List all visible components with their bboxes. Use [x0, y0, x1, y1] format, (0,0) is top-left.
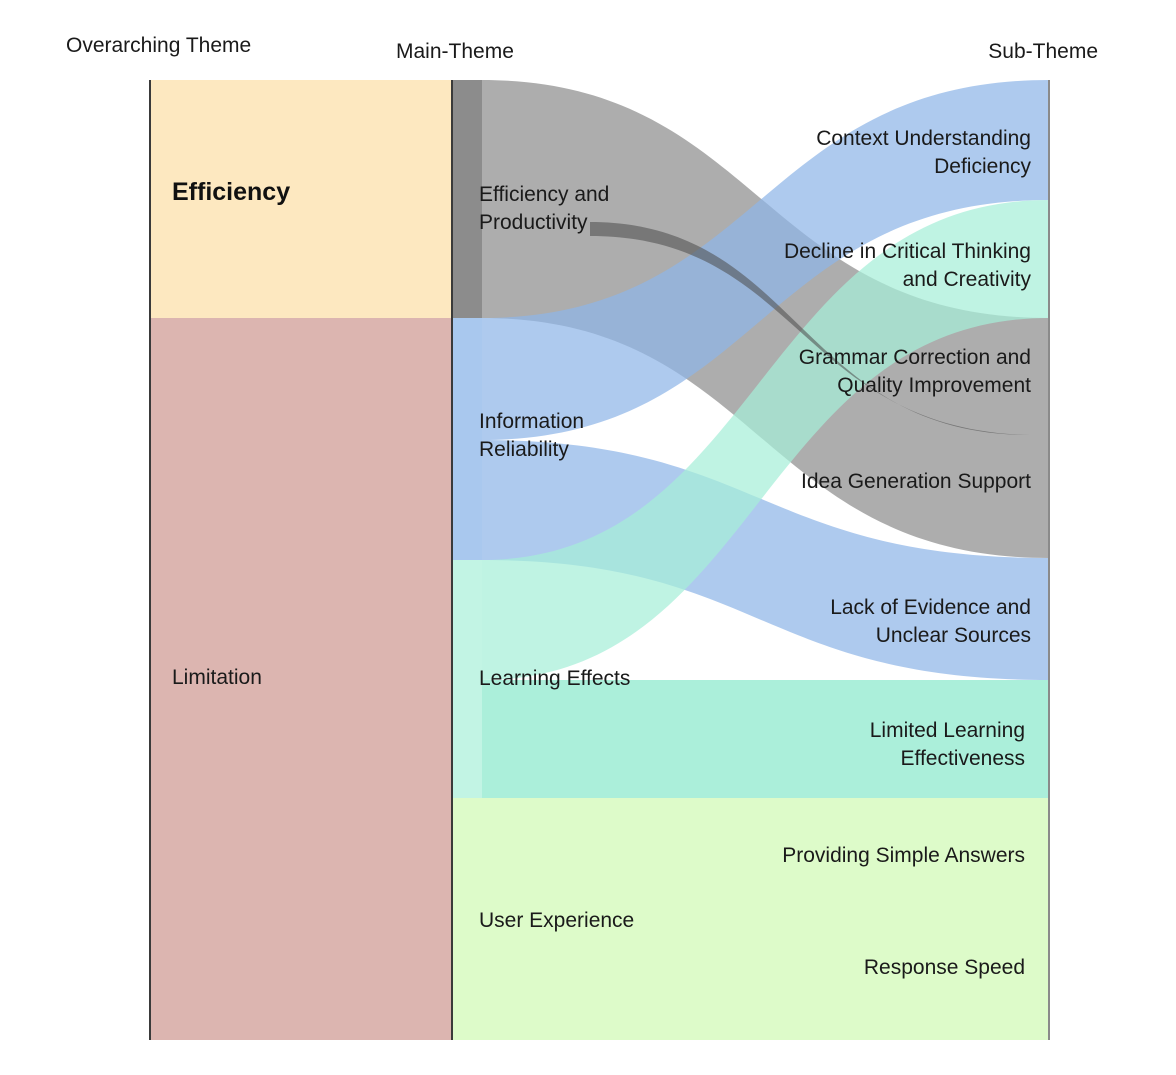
header-overarching-theme: Overarching Theme [66, 34, 251, 57]
sub-label-grammar-correction-line1: Grammar Correction and [799, 346, 1031, 369]
main-label-efficiency-productivity-line1: Efficiency and [479, 183, 609, 206]
sub-label-context-understanding-line1: Context Understanding [816, 127, 1031, 150]
main-label-learning-effects: Learning Effects [479, 667, 630, 690]
flow-learning-to-critical-thinking [482, 200, 1049, 680]
overarching-block-efficiency [150, 80, 452, 318]
sub-label-lack-of-evidence-line1: Lack of Evidence and [830, 596, 1031, 619]
main-block-learning-effects [452, 560, 482, 798]
sub-label-idea-generation: Idea Generation Support [801, 470, 1031, 493]
sub-label-context-understanding-line2: Deficiency [934, 155, 1031, 178]
sub-label-grammar-correction-line2: Quality Improvement [837, 374, 1031, 397]
header-main-theme: Main-Theme [396, 40, 514, 63]
main-label-information-reliability-line2: Reliability [479, 438, 569, 461]
sub-label-critical-thinking-line1: Decline in Critical Thinking [784, 240, 1031, 263]
flow-reliability-to-context-deficiency [482, 80, 1049, 440]
main-label-efficiency-productivity-line2: Productivity [479, 211, 588, 234]
main-label-information-reliability-line1: Information [479, 410, 584, 433]
overarching-label-efficiency: Efficiency [172, 178, 290, 206]
sub-label-critical-thinking-line2: and Creativity [903, 268, 1032, 291]
sub-label-limited-learning-line2: Effectiveness [900, 747, 1025, 770]
flows [452, 80, 1049, 798]
sub-label-lack-of-evidence-line2: Unclear Sources [876, 624, 1031, 647]
overarching-block-limitation [150, 318, 452, 1040]
main-block-user-experience [452, 798, 1049, 1040]
flow-reliability-to-evidence-sources [482, 440, 1049, 680]
flow-learning-to-limited-learning [482, 680, 1049, 798]
sub-label-simple-answers: Providing Simple Answers [782, 844, 1025, 867]
main-block-information-reliability [452, 318, 482, 560]
sub-label-limited-learning-line1: Limited Learning [870, 719, 1025, 742]
main-label-user-experience: User Experience [479, 909, 634, 932]
header-sub-theme: Sub-Theme [988, 40, 1098, 63]
overarching-label-limitation: Limitation [172, 666, 262, 689]
sub-label-response-speed: Response Speed [864, 956, 1025, 979]
